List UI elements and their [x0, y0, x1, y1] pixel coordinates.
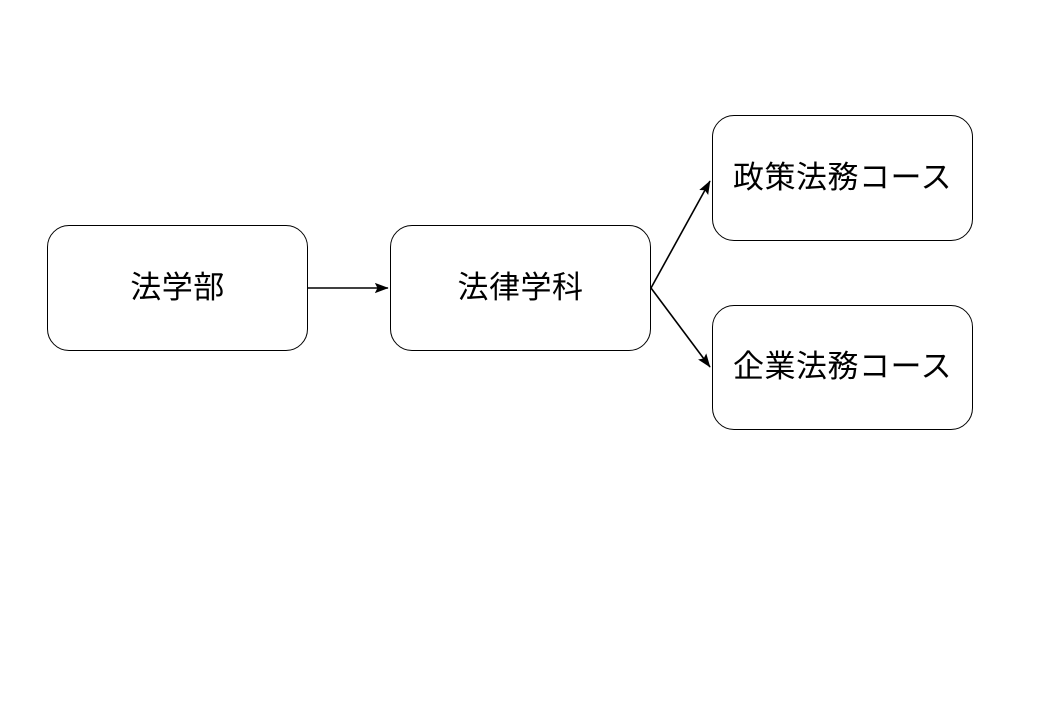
node-policy-law-course[interactable]: 政策法務コース: [712, 115, 973, 241]
node-policy-law-course-label: 政策法務コース: [733, 159, 952, 196]
node-faculty-label: 法学部: [130, 269, 225, 306]
node-faculty[interactable]: 法学部: [47, 225, 308, 351]
node-department-label: 法律学科: [457, 269, 584, 306]
edge-dept-to-corporate-course: [650, 287, 711, 368]
node-corporate-law-course-label: 企業法務コース: [733, 349, 952, 386]
node-corporate-law-course[interactable]: 企業法務コース: [712, 305, 973, 430]
node-department[interactable]: 法律学科: [390, 225, 651, 351]
edge-dept-to-policy-course: [650, 180, 711, 289]
